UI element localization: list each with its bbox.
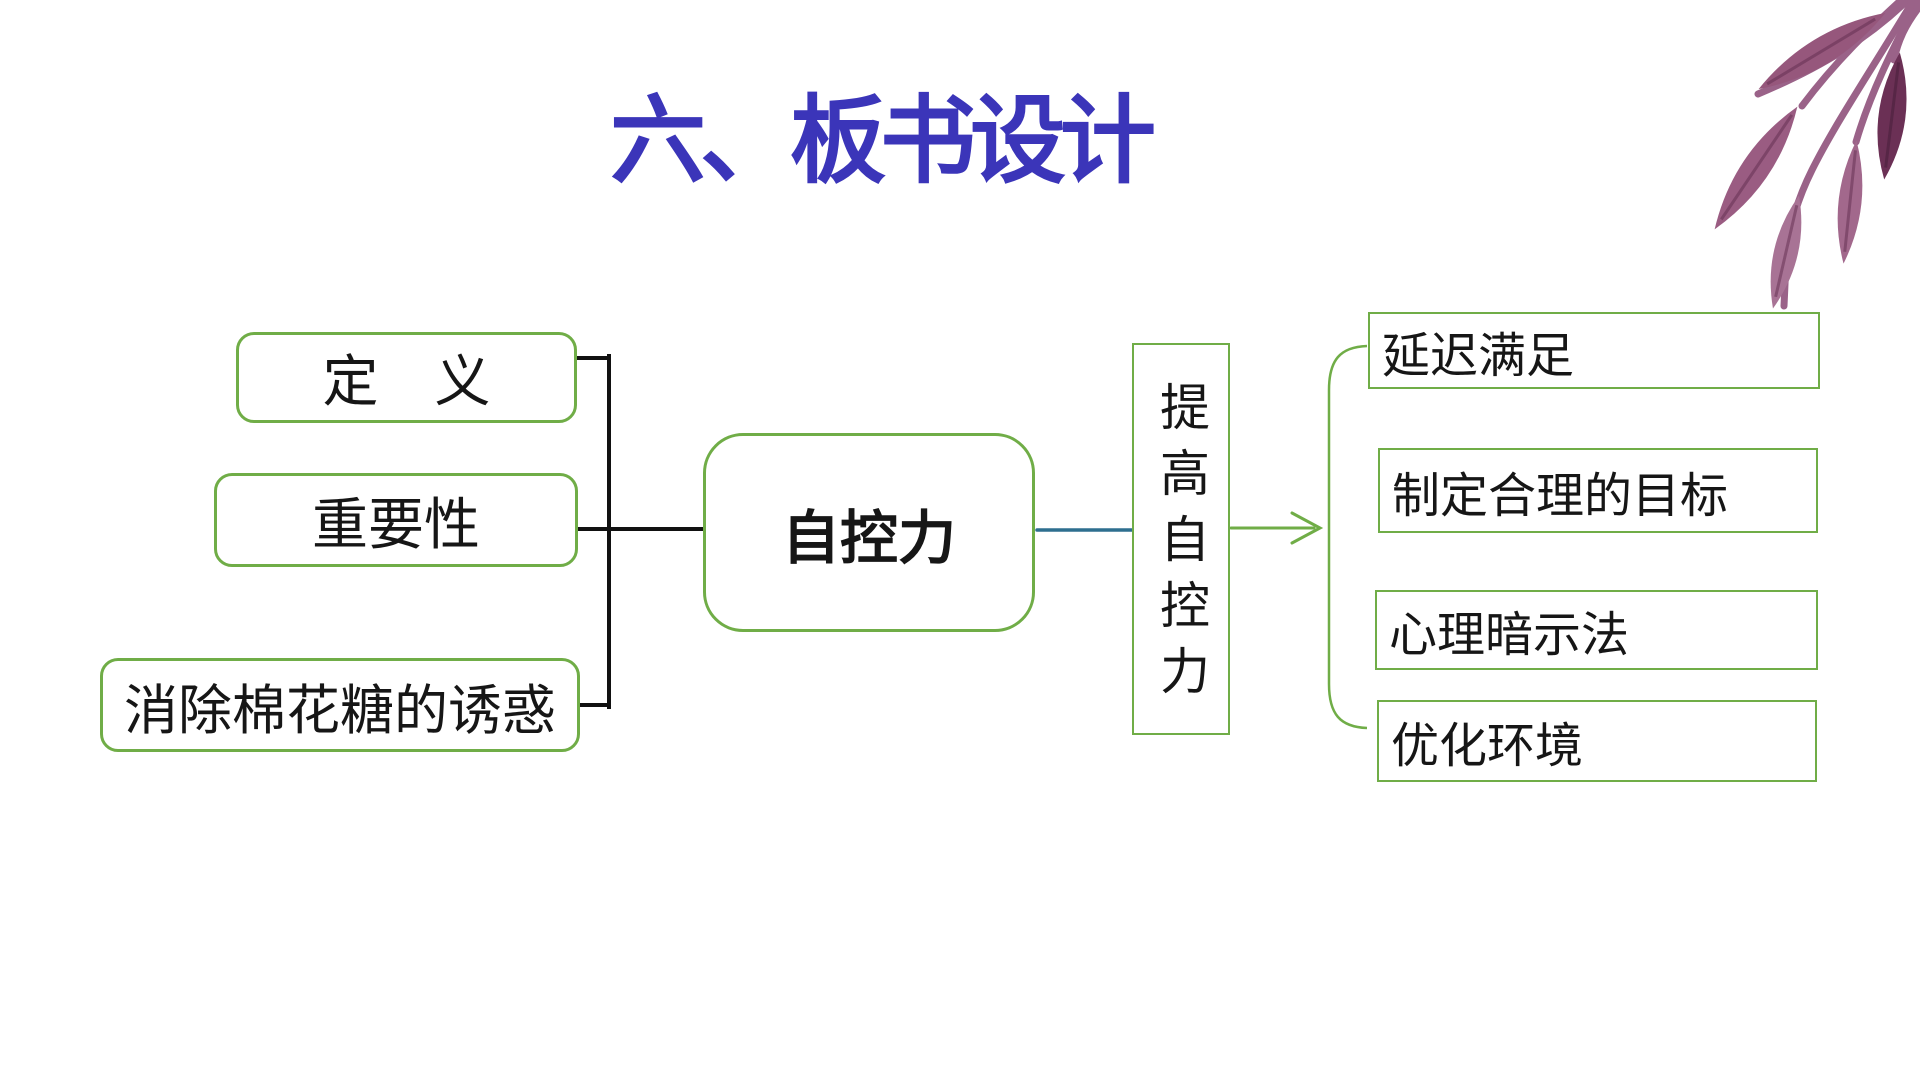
importance-box: 重要性	[214, 473, 578, 567]
green-arrow	[1229, 511, 1324, 545]
self-control-box: 自控力	[703, 433, 1035, 632]
leaf-decoration	[1714, 0, 1920, 310]
leaf-stems	[1754, 0, 1920, 310]
delayed-gratification-box: 延迟满足	[1368, 312, 1820, 389]
reasonable-goals-box: 制定合理的目标	[1378, 448, 1818, 533]
importance-label: 重要性	[312, 492, 480, 556]
optimize-environment-label: 优化环境	[1391, 720, 1584, 773]
improve-self-control-label: 提高自控力	[1153, 381, 1209, 711]
optimize-environment-box: 优化环境	[1377, 700, 1817, 782]
improve-self-control-box: 提高自控力	[1132, 343, 1230, 735]
reasonable-goals-label: 制定合理的目标	[1392, 469, 1729, 523]
marshmallow-temptation-label: 消除棉花糖的诱惑	[124, 680, 556, 741]
psychological-suggestion-label: 心理暗示法	[1389, 609, 1630, 662]
leaf-blades	[1714, 12, 1907, 309]
definition-label: 定 义	[322, 350, 491, 413]
delayed-gratification-label: 延迟满足	[1382, 329, 1575, 383]
definition-box: 定 义	[236, 332, 577, 423]
psychological-suggestion-box: 心理暗示法	[1375, 590, 1818, 670]
self-control-label: 自控力	[781, 505, 956, 571]
page-title: 六、板书设计	[610, 88, 1156, 195]
right-bracket-connector	[1327, 344, 1368, 730]
marshmallow-temptation-box: 消除棉花糖的诱惑	[100, 658, 580, 752]
